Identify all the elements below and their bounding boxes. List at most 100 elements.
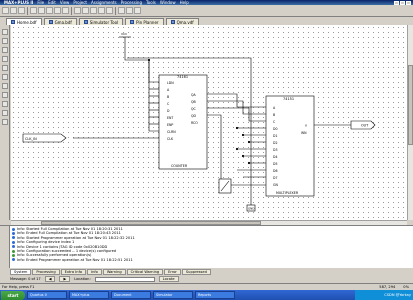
compile-icon[interactable] xyxy=(74,7,81,14)
vcc-symbol[interactable]: VCC xyxy=(119,32,131,38)
copy-icon[interactable] xyxy=(38,7,45,14)
horizontal-scrollbar[interactable] xyxy=(11,220,407,225)
tab-processing[interactable]: Processing xyxy=(32,268,60,275)
zoom-tool-icon[interactable] xyxy=(1,110,8,116)
menu-view[interactable]: View xyxy=(59,0,70,5)
tab-pin-planner[interactable]: Pin Planner xyxy=(125,18,164,25)
locate-button[interactable]: Locate xyxy=(158,276,179,282)
mux-pin-wn: WN xyxy=(301,131,307,135)
tab-simulator-tool[interactable]: Simulator Tool xyxy=(78,18,124,25)
menu-edit[interactable]: Edit xyxy=(48,0,56,5)
zoom-in-icon[interactable] xyxy=(118,7,125,14)
tab-qma-vdf[interactable]: Qma.vdf xyxy=(165,18,199,25)
selection-tool-icon[interactable] xyxy=(1,29,8,35)
message-line[interactable]: Info: Configuring device index 1 xyxy=(12,240,408,244)
simulate-icon[interactable] xyxy=(98,7,105,14)
message-line[interactable]: Info: Started Programmer operation at Tu… xyxy=(12,236,408,240)
line-tool-icon[interactable] xyxy=(1,92,8,98)
wires xyxy=(73,37,351,205)
counter-block[interactable]: 74161 COUNTER LDN A B C D ENT ENP CLRN C… xyxy=(158,74,208,170)
maximize-button[interactable] xyxy=(400,0,405,5)
tab-system[interactable]: System xyxy=(10,268,32,275)
output-pin[interactable]: OUT xyxy=(350,120,376,130)
message-line[interactable]: Info: Started Full Compilation at Tue No… xyxy=(12,227,408,231)
tab-warning[interactable]: Warning xyxy=(102,268,126,275)
message-line[interactable]: Info: Ended Programmer operation at Tue … xyxy=(12,258,408,262)
info-icon xyxy=(12,245,15,249)
menu-project[interactable]: Project xyxy=(73,0,87,5)
menu-file[interactable]: File xyxy=(37,0,45,5)
taskbar-item[interactable]: Reports xyxy=(195,291,235,299)
timing-icon[interactable] xyxy=(90,7,97,14)
text-tool-icon[interactable] xyxy=(1,38,8,44)
scroll-thumb[interactable] xyxy=(41,221,261,225)
minimize-button[interactable] xyxy=(394,0,399,5)
schematic-canvas[interactable]: 74161 COUNTER LDN A B C D ENT ENP CLRN C… xyxy=(11,25,407,220)
tab-label: Pin Planner xyxy=(136,19,159,25)
save-icon[interactable] xyxy=(18,7,25,14)
tab-suppressed[interactable]: Suppressed xyxy=(181,268,211,275)
new-file-icon[interactable] xyxy=(2,7,9,14)
pin-tool-icon[interactable] xyxy=(1,56,8,62)
undo-icon[interactable] xyxy=(54,7,61,14)
message-text: Info: Ended Full Compilation at Tue Nov … xyxy=(17,231,121,236)
wire-tool-icon[interactable] xyxy=(1,65,8,71)
success-icon xyxy=(12,254,15,258)
info-icon xyxy=(12,258,15,262)
redo-icon[interactable] xyxy=(62,7,69,14)
tab-info[interactable]: Info xyxy=(87,268,102,275)
taskbar-item[interactable]: Quartus II xyxy=(27,291,67,299)
symbol-tool-icon[interactable] xyxy=(1,47,8,53)
system-tray: CSDN @Yorkay xyxy=(355,290,413,300)
counter-pin-d: D xyxy=(167,109,170,113)
vertical-scrollbar[interactable] xyxy=(407,25,413,220)
rectangle-tool-icon[interactable] xyxy=(1,83,8,89)
menu-tools[interactable]: Tools xyxy=(146,0,156,5)
cut-icon[interactable] xyxy=(30,7,37,14)
arc-tool-icon[interactable] xyxy=(1,101,8,107)
analysis-icon[interactable] xyxy=(82,7,89,14)
message-text: Info: Started Full Compilation at Tue No… xyxy=(17,227,123,231)
taskbar-item[interactable]: MAX+plus xyxy=(69,291,109,299)
menu-processing[interactable]: Processing xyxy=(120,0,142,5)
next-button[interactable]: ▶ xyxy=(59,276,71,282)
scroll-thumb[interactable] xyxy=(408,65,413,145)
message-line[interactable]: Info: Successfully performed operation(s… xyxy=(12,253,408,257)
message-line[interactable]: Info: Device 1 contains JTAG ID code 0x0… xyxy=(12,245,408,249)
taskbar-item[interactable]: Simulator xyxy=(153,291,193,299)
bus-tool-icon[interactable] xyxy=(1,74,8,80)
menu-assignments[interactable]: Assignments xyxy=(91,0,117,5)
message-text: Info: Successfully performed operation(s… xyxy=(17,253,92,258)
start-button[interactable]: start xyxy=(1,290,25,300)
tab-error[interactable]: Error xyxy=(164,268,181,275)
gnd-symbol[interactable]: GND xyxy=(246,204,256,212)
previous-button[interactable]: ◀ xyxy=(44,276,56,282)
paste-icon[interactable] xyxy=(46,7,53,14)
d-flipflop-symbol[interactable] xyxy=(218,178,232,194)
open-file-icon[interactable] xyxy=(10,7,17,14)
mux-block[interactable]: 74151 MULTIPLEXER A B C D0 D1 D2 D3 D4 D… xyxy=(265,95,315,197)
mux-pin-d0: D0 xyxy=(273,127,277,131)
location-field[interactable] xyxy=(94,276,155,282)
app-title: MAX+PLUS II xyxy=(4,0,34,5)
taskbar-item[interactable]: Document xyxy=(111,291,151,299)
mux-pin-d4: D4 xyxy=(273,155,277,159)
message-line[interactable]: Info: Configuration succeeded -- 1 devic… xyxy=(12,249,408,253)
progress-percent: 0% xyxy=(403,285,409,289)
menu-help[interactable]: Help xyxy=(179,0,189,5)
close-button[interactable] xyxy=(406,0,411,5)
zoom-out-icon[interactable] xyxy=(126,7,133,14)
message-line[interactable]: Info: Ended Full Compilation at Tue Nov … xyxy=(12,231,408,235)
tab-extra-info[interactable]: Extra Info xyxy=(60,268,87,275)
tab-home-bdf[interactable]: Home.bdf xyxy=(6,18,42,25)
rotate-tool-icon[interactable] xyxy=(1,119,8,125)
input-pin[interactable]: CLK_IN xyxy=(22,133,67,143)
tab-critical-warning[interactable]: Critical Warning xyxy=(126,268,164,275)
tab-gma-bdf[interactable]: Gma.bdf xyxy=(43,18,77,25)
help-icon[interactable] xyxy=(134,7,141,14)
mux-pin-d1: D1 xyxy=(273,134,277,138)
menu-window[interactable]: Window xyxy=(159,0,176,5)
programmer-icon[interactable] xyxy=(106,7,113,14)
counter-pin-clrn: CLRN xyxy=(167,130,176,134)
simulator-icon xyxy=(83,20,88,24)
